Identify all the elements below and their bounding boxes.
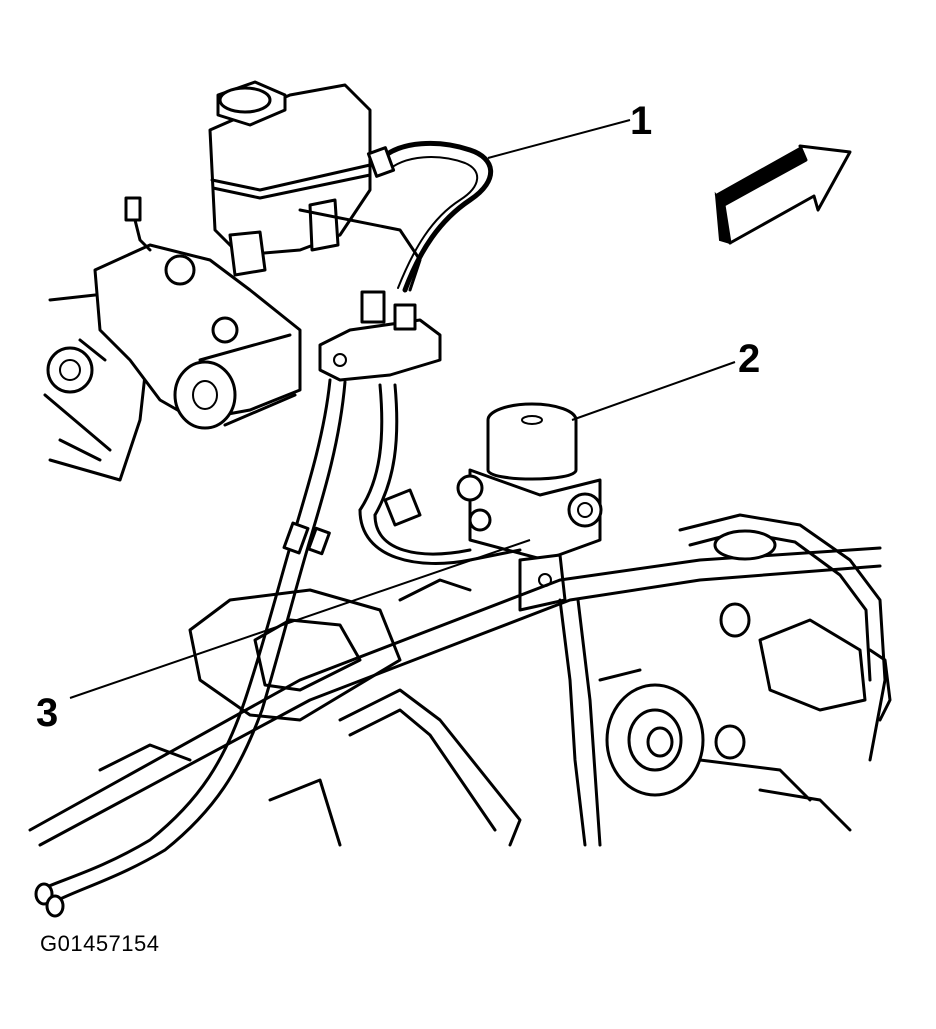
callout-1-label: 1 <box>630 99 652 143</box>
brake-pipes-lower <box>34 378 522 918</box>
frame-rail <box>28 546 882 847</box>
crossmember <box>598 513 892 832</box>
direction-arrow-icon <box>714 144 852 245</box>
callout-3-label: 3 <box>36 691 58 735</box>
figure-id: G01457154 <box>40 931 160 956</box>
callout-1-leader <box>487 119 631 159</box>
abs-modulator <box>456 402 603 612</box>
brake-fluid-reservoir <box>208 80 422 292</box>
callout-3-leader <box>69 539 531 699</box>
master-cylinder <box>93 196 302 430</box>
brake-pipe-1 <box>366 140 494 293</box>
combination-valve <box>318 290 442 382</box>
callout-2-label: 2 <box>738 337 760 381</box>
callout-2-leader <box>571 361 736 421</box>
